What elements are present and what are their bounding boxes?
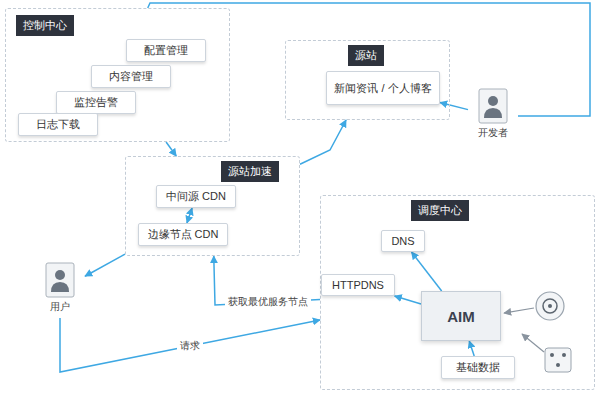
- connector-arrow: [469, 341, 474, 356]
- dns-box: DNS: [381, 230, 425, 252]
- connector-arrow: [166, 142, 176, 156]
- head-shape: [55, 270, 65, 280]
- connector-arrow: [187, 208, 192, 223]
- node-label: 新闻资讯 / 个人博客: [334, 81, 431, 96]
- node-label: 开发者: [478, 126, 508, 140]
- control-panel: 配置管理内容管理监控告警日志下载 控制中心: [5, 8, 230, 142]
- person-card-icon: [476, 88, 510, 124]
- edge-label: 获取最优服务节点: [225, 294, 311, 310]
- server-box: 新闻资讯 / 个人博客: [326, 71, 440, 105]
- network-icon: [545, 348, 571, 372]
- node-label: DNS: [391, 235, 414, 247]
- node-label: 中间源 CDN: [166, 189, 226, 204]
- connector-arrow: [60, 318, 320, 372]
- cdn-box: 边缘节点 CDN: [138, 223, 228, 246]
- node-label: 用户: [50, 300, 70, 314]
- node-label: 内容管理: [109, 69, 153, 84]
- aim-box: AIM: [421, 291, 501, 341]
- origin-panel: 新闻资讯 / 个人博客 源站: [285, 40, 450, 120]
- card-shape: [479, 89, 507, 123]
- connector-arrow: [300, 120, 346, 164]
- cdn-box: 中间源 CDN: [156, 185, 236, 208]
- person-card-icon: [43, 262, 77, 298]
- dispatch-panel: DNS HTTPDNS AIM 基础数据 调度中心: [320, 195, 595, 390]
- connector-arrow: [395, 296, 421, 304]
- accel-panel: 中间源 CDN 边缘节点 CDN 源站加速: [125, 156, 300, 256]
- connector-arrow: [85, 254, 125, 276]
- developer-icon: 开发者: [468, 88, 518, 144]
- target-icon: [536, 292, 564, 320]
- panel-heading: 源站加速: [221, 161, 279, 182]
- node-label: AIM: [447, 308, 475, 325]
- node-label: 日志下载: [36, 117, 80, 132]
- panel-heading: 控制中心: [16, 15, 74, 36]
- module-box: 配置管理: [126, 39, 206, 62]
- module-box: 日志下载: [18, 113, 98, 136]
- card-shape: [46, 263, 74, 297]
- flow-line: [522, 334, 544, 352]
- body-shape: [51, 282, 69, 292]
- node-label: 基础数据: [456, 360, 500, 375]
- edge-label: 请求: [177, 338, 203, 354]
- connector-arrow: [148, 3, 590, 116]
- node-label: 边缘节点 CDN: [148, 227, 219, 242]
- node-label: 监控告警: [74, 95, 118, 110]
- module-box: 监控告警: [56, 91, 136, 114]
- node-label: 配置管理: [144, 43, 188, 58]
- data-box: 基础数据: [441, 356, 515, 379]
- panel-heading: 源站: [348, 45, 384, 66]
- user-icon: 用户: [35, 262, 85, 318]
- body-shape: [484, 108, 502, 118]
- node-label: HTTPDNS: [332, 279, 384, 291]
- head-shape: [488, 96, 498, 106]
- connector-arrow: [440, 103, 468, 110]
- panel-heading: 调度中心: [411, 200, 469, 221]
- dns-box: HTTPDNS: [321, 274, 395, 296]
- connector-arrow: [412, 252, 442, 291]
- flow-line: [504, 308, 534, 313]
- module-box: 内容管理: [91, 65, 171, 88]
